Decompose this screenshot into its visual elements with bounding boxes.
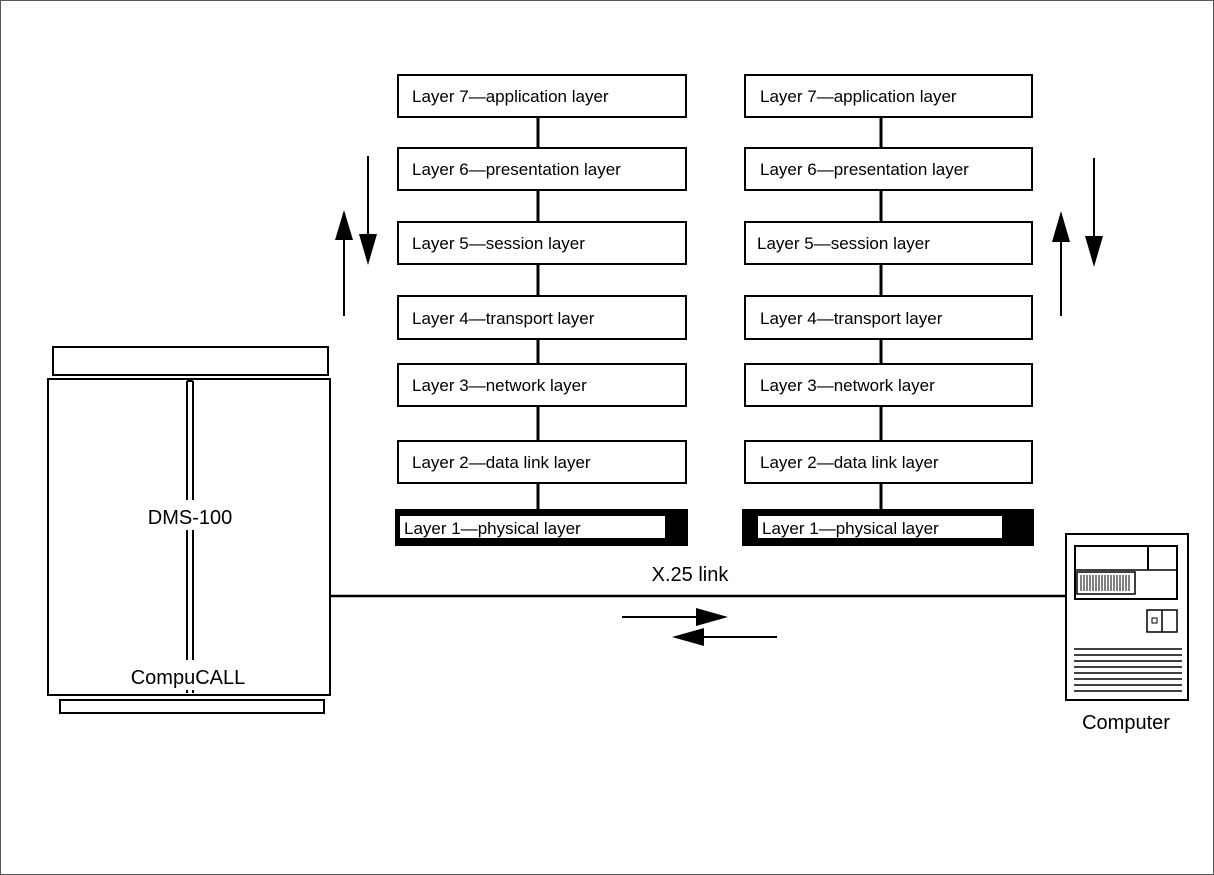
- left-layer-5-label: Layer 5—session layer: [412, 234, 585, 253]
- right-layer-2-label: Layer 2—data link layer: [760, 453, 939, 472]
- right-layer-6-label: Layer 6—presentation layer: [760, 160, 969, 179]
- left-layer-7-box: Layer 7—application layer: [398, 75, 686, 117]
- right-arrow: [622, 608, 728, 626]
- link-label: X.25 link: [652, 564, 730, 586]
- right-layer-1-label: Layer 1—physical layer: [762, 519, 939, 538]
- left-layer-4-label: Layer 4—transport layer: [412, 309, 595, 328]
- right-layer-4-label: Layer 4—transport layer: [760, 309, 943, 328]
- left-layer-6-label: Layer 6—presentation layer: [412, 160, 621, 179]
- computer-label: Computer: [1082, 712, 1170, 734]
- left-layer-4-box: Layer 4—transport layer: [398, 296, 686, 339]
- left-osi-stack: Layer 7—application layer Layer 6—presen…: [395, 75, 688, 546]
- left-layer-1-label: Layer 1—physical layer: [404, 519, 581, 538]
- switch-name: DMS-100: [148, 507, 232, 529]
- cabinet-body: [48, 379, 330, 695]
- right-osi-stack: Layer 7—application layer Layer 6—presen…: [742, 75, 1034, 546]
- left-arrow: [672, 628, 777, 646]
- computer-icon: Computer: [1066, 534, 1188, 734]
- right-down-arrow: [1085, 158, 1103, 267]
- right-layer-3-label: Layer 3—network layer: [760, 376, 935, 395]
- cabinet-base: [60, 700, 324, 713]
- cabinet-top-panel: [53, 347, 328, 375]
- right-layer-7-box: Layer 7—application layer: [745, 75, 1032, 117]
- left-down-arrow: [359, 156, 377, 265]
- left-layer-5-box: Layer 5—session layer: [398, 222, 686, 264]
- left-layer-6-box: Layer 6—presentation layer: [398, 148, 686, 190]
- left-layer-7-label: Layer 7—application layer: [412, 87, 609, 106]
- right-layer-7-label: Layer 7—application layer: [760, 87, 957, 106]
- left-layer-2-label: Layer 2—data link layer: [412, 453, 591, 472]
- dms-100-cabinet: DMS-100 CompuCALL: [48, 347, 330, 713]
- left-layer-2-box: Layer 2—data link layer: [398, 441, 686, 483]
- right-layer-3-box: Layer 3—network layer: [745, 364, 1032, 406]
- right-layer-5-box: Layer 5—session layer: [745, 222, 1032, 264]
- x25-link: X.25 link: [330, 564, 1066, 596]
- switch-subtitle: CompuCALL: [131, 667, 246, 689]
- right-layer-5-label: Layer 5—session layer: [757, 234, 930, 253]
- left-layer-1-box: Layer 1—physical layer: [395, 509, 688, 546]
- left-up-arrow: [335, 210, 353, 316]
- left-layer-3-label: Layer 3—network layer: [412, 376, 587, 395]
- right-layer-1-box: Layer 1—physical layer: [742, 509, 1034, 546]
- left-layer-3-box: Layer 3—network layer: [398, 364, 686, 406]
- right-layer-4-box: Layer 4—transport layer: [745, 296, 1032, 339]
- right-layer-6-box: Layer 6—presentation layer: [745, 148, 1032, 190]
- right-layer-2-box: Layer 2—data link layer: [745, 441, 1032, 483]
- right-up-arrow: [1052, 211, 1070, 316]
